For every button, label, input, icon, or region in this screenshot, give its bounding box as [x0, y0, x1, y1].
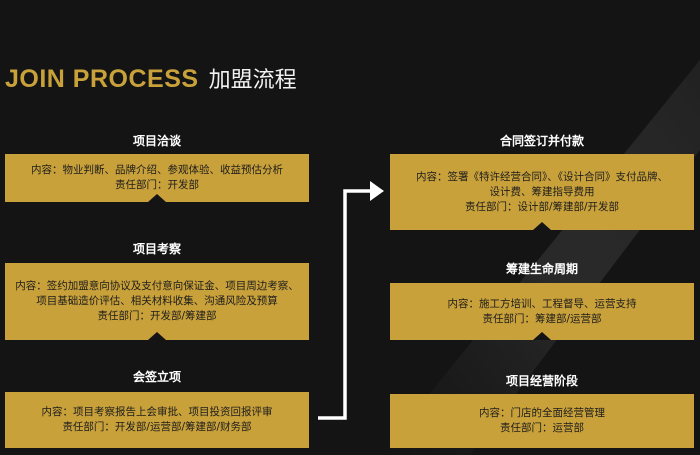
- step-content: 项目基础造价评估、相关材料收集、沟通风险及预算: [36, 295, 278, 307]
- step-content: 内容：施工方培训、工程督导、运营支持: [447, 297, 637, 310]
- step-box-negotiation: 内容：物业判断、品牌介绍、参观体验、收益预估分析 责任部门：开发部: [5, 154, 309, 202]
- step-box-contract: 内容：签署《特许经营合同》、《设计合同》支付品牌、 设计费、筹建指导费用 责任部…: [390, 154, 694, 230]
- step-title-negotiation: 项目洽谈: [132, 134, 181, 148]
- step-title-contract: 合同签订并付款: [499, 134, 584, 148]
- step-department: 责任部门：筹建部/运营部: [482, 312, 602, 325]
- step-box-operation: 内容：门店的全面经营管理 责任部门：运营部: [390, 394, 694, 448]
- step-title-inspection: 项目考察: [132, 242, 181, 256]
- step-department: 责任部门：开发部: [115, 179, 199, 191]
- step-department: 责任部门：开发部/筹建部: [97, 310, 217, 322]
- page-title-cn: 加盟流程: [208, 68, 297, 93]
- step-content: 内容：门店的全面经营管理: [479, 407, 605, 419]
- step-notch: [533, 332, 551, 340]
- step-title-approval: 会签立项: [132, 370, 181, 384]
- step-content: 内容：项目考察报告上会审批、项目投资回报评审: [41, 406, 273, 418]
- step-title-construction: 筹建生命周期: [505, 262, 578, 276]
- page-title-en: JOIN PROCESS: [5, 65, 199, 93]
- step-content: 内容：签约加盟意向协议及支付意向保证金、项目周边考察、: [15, 280, 299, 292]
- step-department: 责任部门：开发部/运营部/筹建部/财务部: [62, 421, 252, 433]
- page-title: JOIN PROCESS 加盟流程: [5, 62, 297, 98]
- step-content: 设计费、筹建指导费用: [489, 185, 595, 198]
- step-content: 内容：签署《特许经营合同》、《设计合同》支付品牌、: [416, 170, 668, 183]
- step-box-construction: 内容：施工方培训、工程督导、运营支持 责任部门：筹建部/运营部: [390, 283, 694, 340]
- step-box-approval: 内容：项目考察报告上会审批、项目投资回报评审 责任部门：开发部/运营部/筹建部/…: [5, 392, 309, 448]
- step-notch: [533, 222, 551, 230]
- step-department: 责任部门：运营部: [500, 422, 584, 434]
- step-department: 责任部门：设计部/筹建部/开发部: [464, 200, 620, 213]
- step-box-inspection: 内容：签约加盟意向协议及支付意向保证金、项目周边考察、 项目基础造价评估、相关材…: [5, 263, 309, 340]
- step-notch: [148, 332, 166, 340]
- step-notch: [148, 194, 166, 202]
- step-title-operation: 项目经营阶段: [505, 374, 578, 388]
- step-content: 内容：物业判断、品牌介绍、参观体验、收益预估分析: [31, 164, 283, 176]
